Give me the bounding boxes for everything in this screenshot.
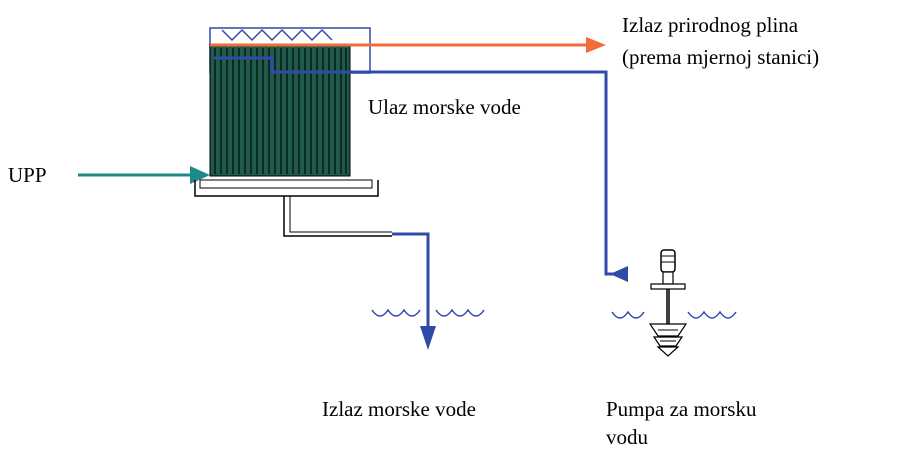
- gas-outlet-label-line2: (prema mjernoj stanici): [622, 45, 820, 69]
- gas-outlet-label-line1: Izlaz prirodnog plina: [622, 13, 799, 37]
- seawater-outlet-label: Izlaz morske vode: [322, 397, 476, 421]
- vaporizer-panel: [209, 43, 351, 177]
- outlet-waves: [371, 308, 485, 317]
- pump-label-line2: vodu: [606, 425, 648, 449]
- pump-waves: [611, 310, 737, 319]
- seawater-inlet-pipe: [214, 56, 622, 276]
- pump-label-line1: Pumpa za morsku: [606, 397, 757, 421]
- seawater-inlet-label: Ulaz morske vode: [368, 95, 521, 119]
- gas-outlet-arrow: [210, 37, 606, 53]
- lng-inlet-arrow: [78, 166, 210, 184]
- lng-label: UPP: [8, 163, 47, 187]
- seawater-outlet-arrow: [392, 232, 436, 350]
- collection-trough: [194, 179, 379, 197]
- drain-pipe: [283, 196, 392, 237]
- seawater-pump-icon: [648, 249, 688, 357]
- seawater-inlet-arrowhead: [610, 266, 628, 282]
